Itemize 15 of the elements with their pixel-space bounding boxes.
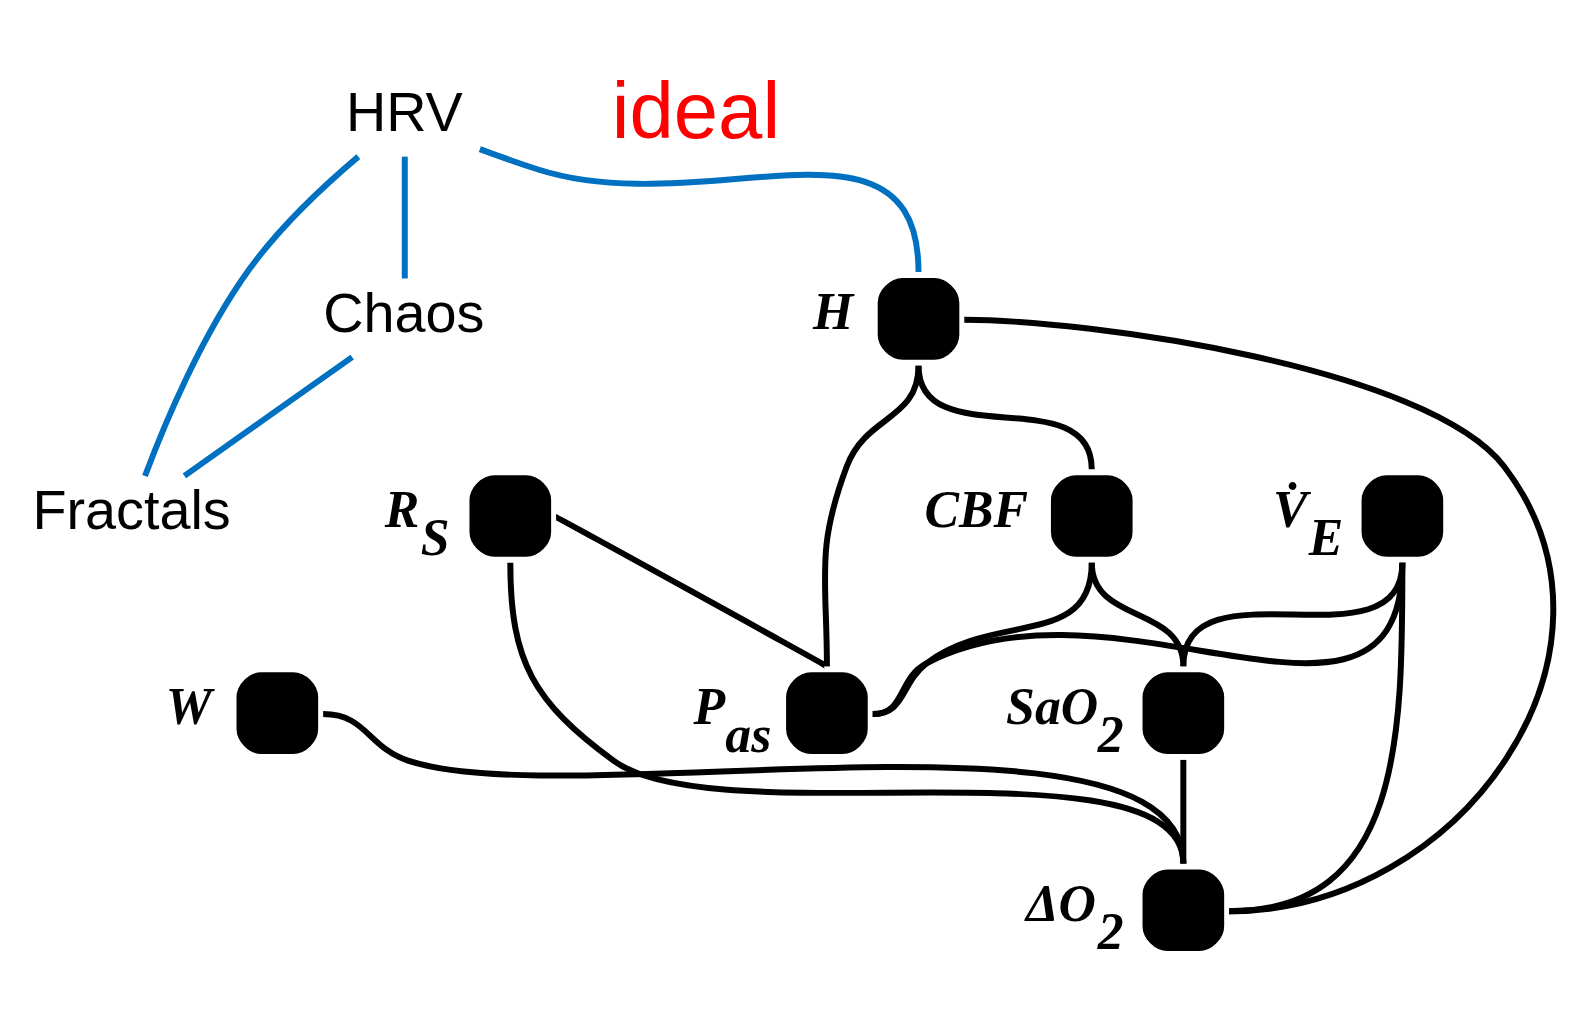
node-text: HRV: [346, 80, 463, 143]
connector: [821, 364, 922, 666]
connector: [554, 513, 829, 669]
connector: [182, 354, 354, 478]
connector: [964, 316, 1557, 914]
node-text: Chaos: [323, 281, 485, 344]
connector: [322, 710, 1187, 864]
node-label: H: [812, 282, 854, 340]
connector: [401, 156, 408, 278]
connector: [142, 153, 361, 477]
connector: [478, 145, 922, 272]
node-text: Fractals: [32, 478, 231, 541]
connector: [872, 561, 1095, 717]
node-label: CBF: [924, 480, 1029, 538]
label: ideal: [611, 65, 781, 155]
